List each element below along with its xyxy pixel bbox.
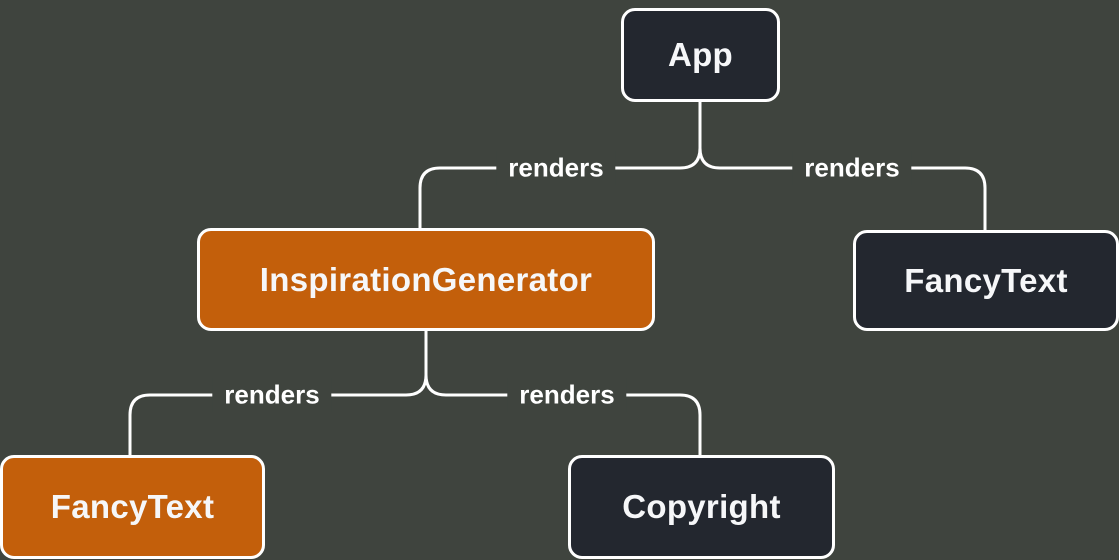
node-fancy-text-top: FancyText [853,230,1119,331]
edge-label-renders: renders [212,377,332,413]
node-inspiration-generator: InspirationGenerator [197,228,655,331]
node-app: App [621,8,780,102]
edge-label-renders: renders [507,377,627,413]
node-copyright: Copyright [568,455,835,559]
edge-label-renders: renders [792,150,912,186]
edge-label-renders: renders [496,150,616,186]
node-fancy-text-bottom: FancyText [0,455,265,559]
